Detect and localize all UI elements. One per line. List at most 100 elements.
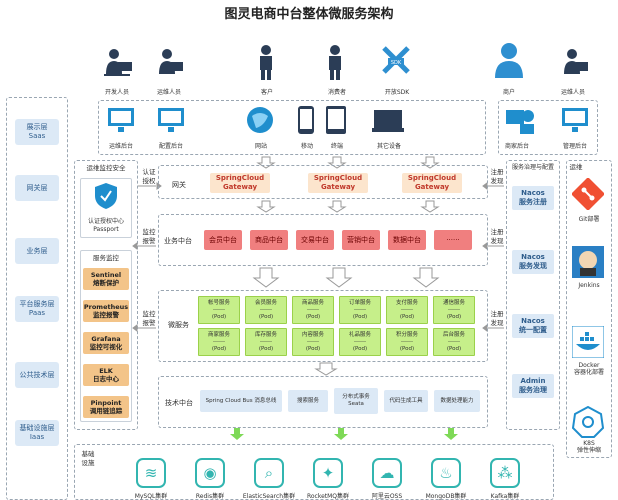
grafana-tool: Grafana 监控可视化 — [83, 332, 129, 354]
microservice-item: 商品服务------(Pod) — [292, 296, 334, 324]
microservice-dots: ------ — [307, 306, 319, 313]
microservice-pod: (Pod) — [352, 313, 368, 320]
mobile-icon — [298, 106, 314, 134]
k8s-icon — [572, 406, 604, 438]
svg-text:SDK: SDK — [391, 60, 402, 66]
layer-public-tech: 公共技术层 — [15, 362, 59, 388]
microservice-item: 内容服务------(Pod) — [292, 328, 334, 356]
auth-center-label: 认证授权中心 Passport — [87, 218, 124, 233]
microservice-dots: ------ — [260, 338, 272, 345]
infra-cluster-icon: ⌕ — [254, 458, 284, 488]
ops-label: Git部署 — [578, 216, 600, 223]
role-label: 消费者 — [327, 89, 346, 96]
microservice-row — [158, 290, 488, 362]
admin-governance: Admin 服务治理 — [512, 374, 554, 398]
platform-label: 管理后台 — [562, 143, 587, 150]
platform-label: 其它设备 — [376, 143, 401, 150]
platform-icons — [108, 106, 588, 134]
role-label: 客户 — [260, 89, 273, 96]
gateway-label: 网关 — [172, 181, 186, 189]
infra-cluster-label: 阿里云OSS — [371, 493, 403, 500]
layer-saas: 展示层 Saas — [15, 119, 59, 145]
microservice-pod: (Pod) — [446, 313, 462, 320]
prometheus-tool: Prometheus 监控报警 — [83, 300, 129, 322]
platform-row-left — [98, 100, 486, 155]
microservice-name: 订单服务 — [348, 299, 371, 306]
infra-cluster-label: RocketMQ集群 — [306, 493, 350, 500]
microservice-name: 通信服务 — [442, 299, 465, 306]
microservice-pod: (Pod) — [305, 345, 321, 352]
nacos-discovery: Nacos 服务发现 — [512, 250, 554, 274]
microservice-item: 后台服务------(Pod) — [433, 328, 475, 356]
tablet-icon — [326, 106, 346, 134]
role-label: 运维人员 — [560, 89, 585, 96]
microservice-name: 商家服务 — [207, 331, 230, 338]
microservice-dots: ------ — [401, 306, 413, 313]
microservice-item: 帐号服务------(Pod) — [198, 296, 240, 324]
microservice-pod: (Pod) — [211, 345, 227, 352]
microservice-dots: ------ — [448, 338, 460, 345]
auth-edge-label: 认证 授权 — [142, 168, 156, 185]
microservice-item: 礼品服务------(Pod) — [339, 328, 381, 356]
microservice-pod: (Pod) — [352, 345, 368, 352]
platform-label: 网站 — [254, 143, 267, 150]
ops-label: Jenkins — [578, 282, 600, 289]
springcloud-gateway-1: SpringCloud Gateway — [210, 173, 270, 193]
role-label: 开放SDK — [384, 89, 410, 96]
microservice-item: 通信服务------(Pod) — [433, 296, 475, 324]
ops-person-icon — [159, 49, 183, 74]
monitor-edge-label: 监控 报警 — [142, 310, 156, 327]
tech-label: 技术中台 — [165, 399, 193, 407]
code-generation-tool: 代码生成工具 — [384, 390, 428, 412]
microservice-pod: (Pod) — [399, 313, 415, 320]
sentinel-tool: Sentinel 熔断保护 — [83, 268, 129, 290]
microservice-name: 库存服务 — [254, 331, 277, 338]
infra-cluster-icon: ♨ — [431, 458, 461, 488]
ops-column — [566, 160, 612, 458]
microservice-item: 会员服务------(Pod) — [245, 296, 287, 324]
platform-label: 终端 — [330, 143, 343, 150]
springcloud-gateway-2: SpringCloud Gateway — [308, 173, 368, 193]
microservice-dots: ------ — [213, 306, 225, 313]
register-edge-label: 注册 发现 — [490, 228, 504, 245]
nacos-config: Nacos 统一配置 — [512, 314, 554, 338]
page-title: 图灵电商中台整体微服务架构 — [224, 7, 394, 22]
merchant-admin-icon — [506, 110, 534, 134]
platform-label: 配置后台 — [158, 143, 183, 150]
pinpoint-tool: Pinpoint 调用链追踪 — [83, 396, 129, 418]
gateway-row — [158, 165, 488, 199]
microservice-name: 会员服务 — [254, 299, 277, 306]
sdk-tools-icon: SDK — [382, 46, 410, 74]
search-service: 搜索服务 — [288, 390, 328, 412]
monitor-icon — [158, 108, 184, 132]
microservice-name: 商品服务 — [301, 299, 324, 306]
infra-cluster-label: Redis集群 — [195, 493, 225, 500]
microservice-name: 礼品服务 — [348, 331, 371, 338]
microservice-label: 微服务 — [168, 321, 189, 329]
infra-cluster-label: MongoDB集群 — [425, 493, 467, 500]
platform-label: 运维后台 — [108, 143, 133, 150]
nacos-registry: Nacos 服务注册 — [512, 186, 554, 210]
ops-label: Docker 容器化部署 — [573, 362, 604, 376]
infra-cluster-label: MySQL集群 — [134, 493, 168, 500]
consumer-person-icon — [329, 45, 341, 80]
microservice-pod: (Pod) — [399, 345, 415, 352]
business-center-item: 交易中台 — [296, 230, 334, 250]
infra-cluster-label: Kafka集群 — [490, 493, 520, 500]
microservice-name: 帐号服务 — [207, 299, 230, 306]
infra-cluster-icon: ⁂ — [490, 458, 520, 488]
microservice-name: 后台服务 — [442, 331, 465, 338]
business-row — [158, 214, 488, 266]
globe-icon — [247, 107, 273, 133]
ops-monitor-title: 运维监控安全 — [86, 164, 126, 172]
data-processing: 数据处理能力 — [434, 390, 480, 412]
microservice-dots: ------ — [354, 306, 366, 313]
infra-cluster-icon: ☁ — [372, 458, 402, 488]
register-edge-label: 注册 发现 — [490, 168, 504, 185]
microservice-name: 支付服务 — [395, 299, 418, 306]
infra-cluster-icon: ≋ — [136, 458, 166, 488]
role-label: 商户 — [502, 89, 515, 96]
ops-title: 运维 — [569, 163, 583, 171]
business-center-item: 营销中台 — [342, 230, 380, 250]
business-center-item: 商品中台 — [250, 230, 288, 250]
